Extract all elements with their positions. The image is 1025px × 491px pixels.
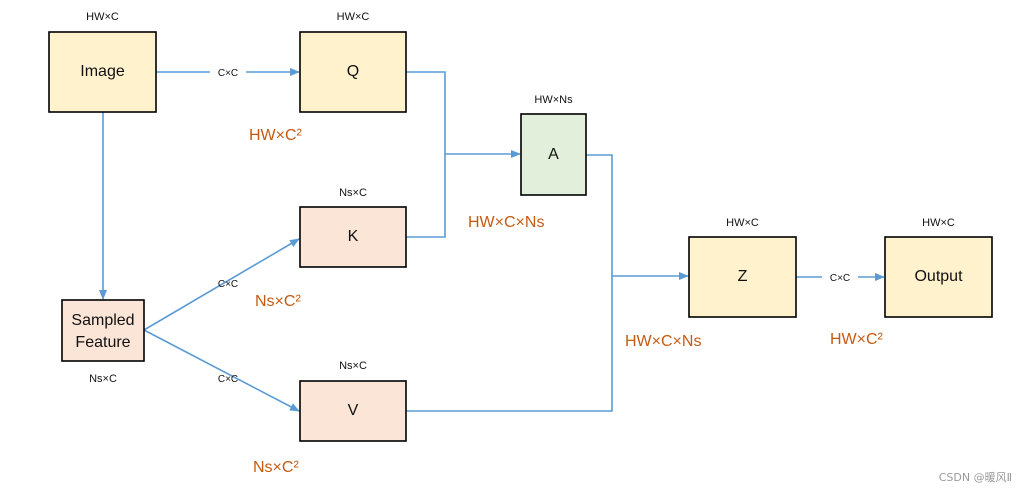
edge-q-to-a [406,71,521,158]
edge-sampled-to-v [143,329,300,412]
node-k-label: K [348,228,359,245]
edge-k-to-a [406,154,446,238]
edge-label-sampled-to-k: C×C [218,279,238,290]
node-q: Q [299,31,407,113]
watermark-text: CSDN @暖风Ⅱ [939,471,1012,484]
dim-label-z: HW×C [726,217,759,229]
node-sampled-box [61,299,145,362]
node-image-label: Image [80,63,125,80]
node-z: Z [688,236,797,318]
node-output-box [884,236,993,318]
cost-label-z: HW×C×Ns [625,333,701,350]
node-k: K [299,206,407,268]
dim-label-v: Ns×C [339,360,367,372]
node-v-box [299,380,407,442]
dim-label-k: Ns×C [339,187,367,199]
node-v: V [299,380,407,442]
edge-sampled-to-k [143,238,300,331]
node-a-label: A [548,146,559,163]
dim-label-image: HW×C [86,11,119,23]
dim-label-output: HW×C [922,217,955,229]
node-output: Output [884,236,993,318]
edges [99,68,885,412]
cost-label-v: Ns×C² [253,459,299,476]
edge-label-sampled-to-v: C×C [218,374,238,385]
node-image-box [48,31,157,113]
cost-label-k: Ns×C² [255,293,301,310]
node-sampled-label-line2: Feature [75,334,130,351]
node-z-box [688,236,797,318]
node-z-label: Z [738,268,748,285]
node-a-box [520,113,587,196]
edge-label-image-to-q: C×C [218,68,238,79]
dim-label-sampled: Ns×C [89,373,117,385]
node-sampled-label-line1: Sampled [71,312,134,329]
edge-a-to-z [586,154,689,280]
node-k-box [299,206,407,268]
node-sampled-feature: Sampled Feature [61,299,145,362]
edge-label-bg-image-q [210,63,246,81]
cost-label-q: HW×C² [249,127,303,144]
dim-label-q: HW×C [337,11,370,23]
cost-label-output: HW×C² [830,331,884,348]
dim-label-a: HW×Ns [534,94,573,106]
node-image: Image [48,31,157,113]
node-q-box [299,31,407,113]
edge-label-bg-z-output [822,268,858,286]
cost-label-a: HW×C×Ns [468,214,544,231]
edge-label-z-to-output: C×C [830,273,850,284]
edge-v-to-z [406,276,613,412]
node-q-label: Q [347,63,359,80]
node-a: A [520,113,587,196]
node-output-label: Output [914,268,963,285]
node-v-label: V [348,402,359,419]
